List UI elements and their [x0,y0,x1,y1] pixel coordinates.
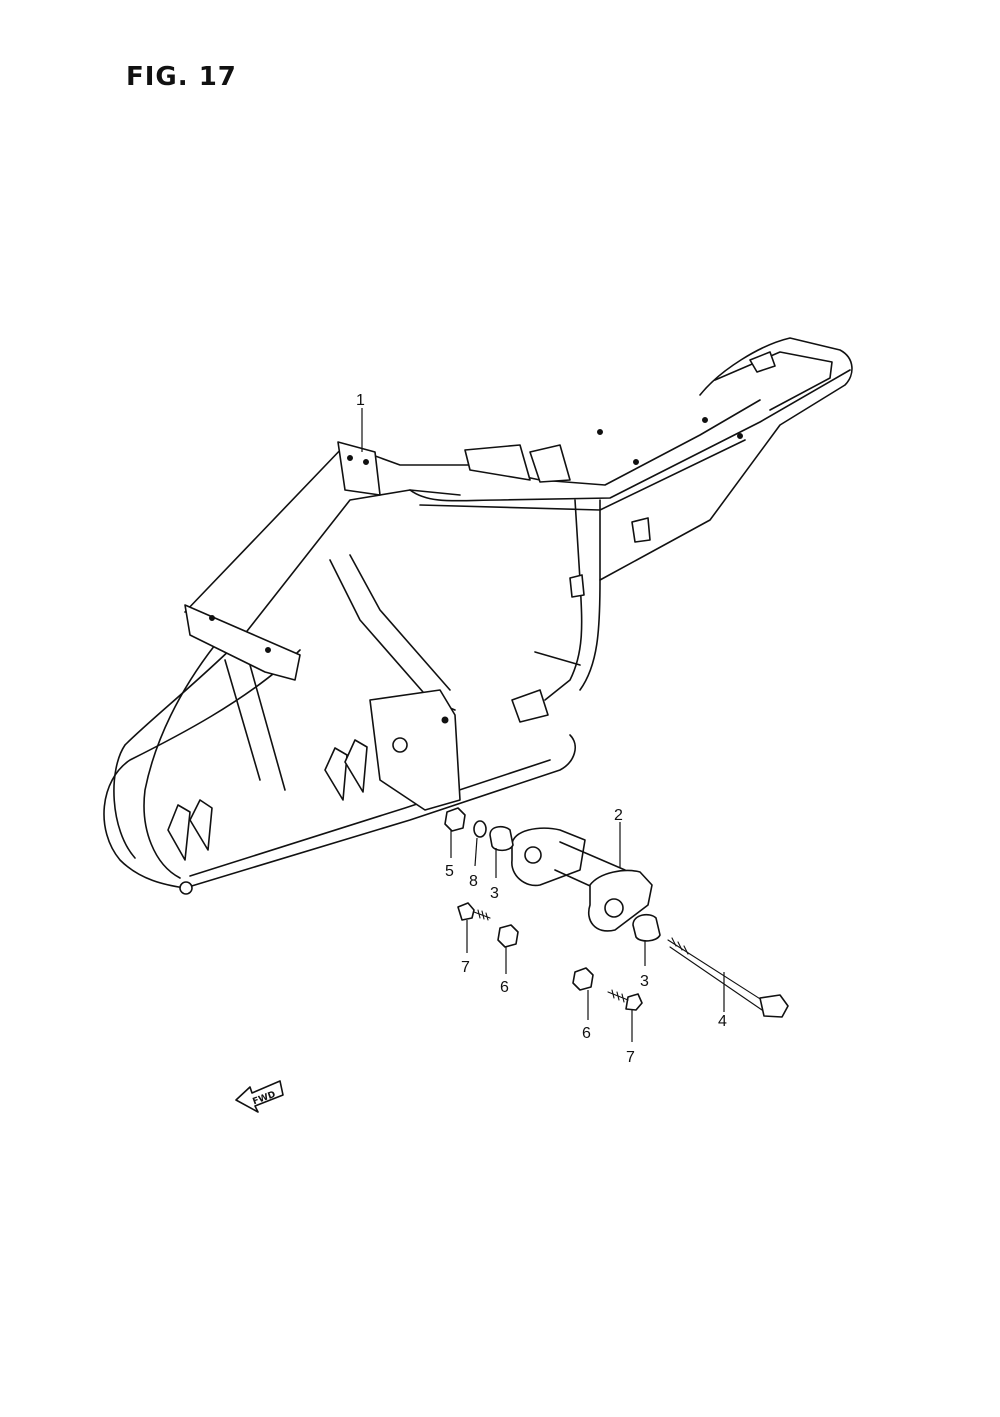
frame-hole [737,433,743,439]
top-tube [409,369,851,502]
lower-tab [344,739,368,793]
side-tab [569,574,585,598]
bottom-rail [184,734,576,889]
diagonal-brace-b [349,554,451,691]
callout-1: 1 [356,392,365,409]
rear-loop [599,337,853,581]
callout-7: 7 [461,959,470,976]
bottom-rail-inner [189,759,551,877]
nut-part-6b [572,967,594,991]
callout-6: 6 [582,1025,591,1042]
rear-tab [749,351,776,373]
figure-title: FIG. 17 [126,62,237,92]
lower-tab [189,799,213,851]
engine-mount-plate [369,689,461,811]
nut-part-5 [444,807,466,832]
bracket-left-plate [511,827,586,887]
rear-stay-b [579,499,601,691]
front-tube-end [179,881,193,895]
head-gusset-plate [337,441,381,496]
nut-part-6a [497,924,519,948]
upper-backbone-lower [239,489,461,641]
callout-3: 3 [640,973,649,990]
callout-8: 8 [469,873,478,890]
forward-direction-arrow: FWD [235,1080,284,1113]
front-loop-middle [113,639,241,859]
rear-bracket [464,444,531,481]
lower-tab [324,747,348,801]
frame-hole [702,417,708,423]
axle-stub [511,689,549,723]
leader-8 [474,837,478,867]
peg [534,651,581,666]
bracket-hole-right [604,898,624,918]
bracket-tube-top [559,841,626,871]
engine-bracket [511,827,653,932]
cushion-part-3a [489,825,514,852]
frame-assembly [103,337,853,895]
callout-2: 2 [614,807,623,824]
callout-7: 7 [626,1049,635,1066]
callout-5: 5 [445,863,454,880]
front-loop-inner [143,644,216,879]
bracket-hole [265,647,271,653]
diagonal-brace [329,559,456,711]
front-loop-outer [103,649,301,889]
frame-hole [633,459,639,465]
callout-3: 3 [490,885,499,902]
washer-part-8 [473,820,487,838]
bracket-hole-left [524,846,542,864]
side-tab [631,517,651,543]
head-bolt-hole [347,455,353,461]
rear-stay [544,499,583,701]
mount-hole [392,737,408,753]
head-bolt-hole [363,459,369,465]
callout-6: 6 [500,979,509,996]
front-cross-bracket [184,604,301,681]
long-bolt-part-4 [667,937,789,1018]
callout-4: 4 [718,1013,727,1030]
mount-hole [441,716,449,724]
frame-hole [597,429,603,435]
bracket-hole [209,615,215,621]
rear-bracket [529,444,571,483]
front-vertical-tube [224,659,261,781]
bolt-part-7a [457,902,491,921]
cushion-part-3b [632,913,661,942]
front-vertical-tube [249,664,286,791]
bolt-part-7b [607,989,643,1011]
lower-tab [167,804,191,861]
